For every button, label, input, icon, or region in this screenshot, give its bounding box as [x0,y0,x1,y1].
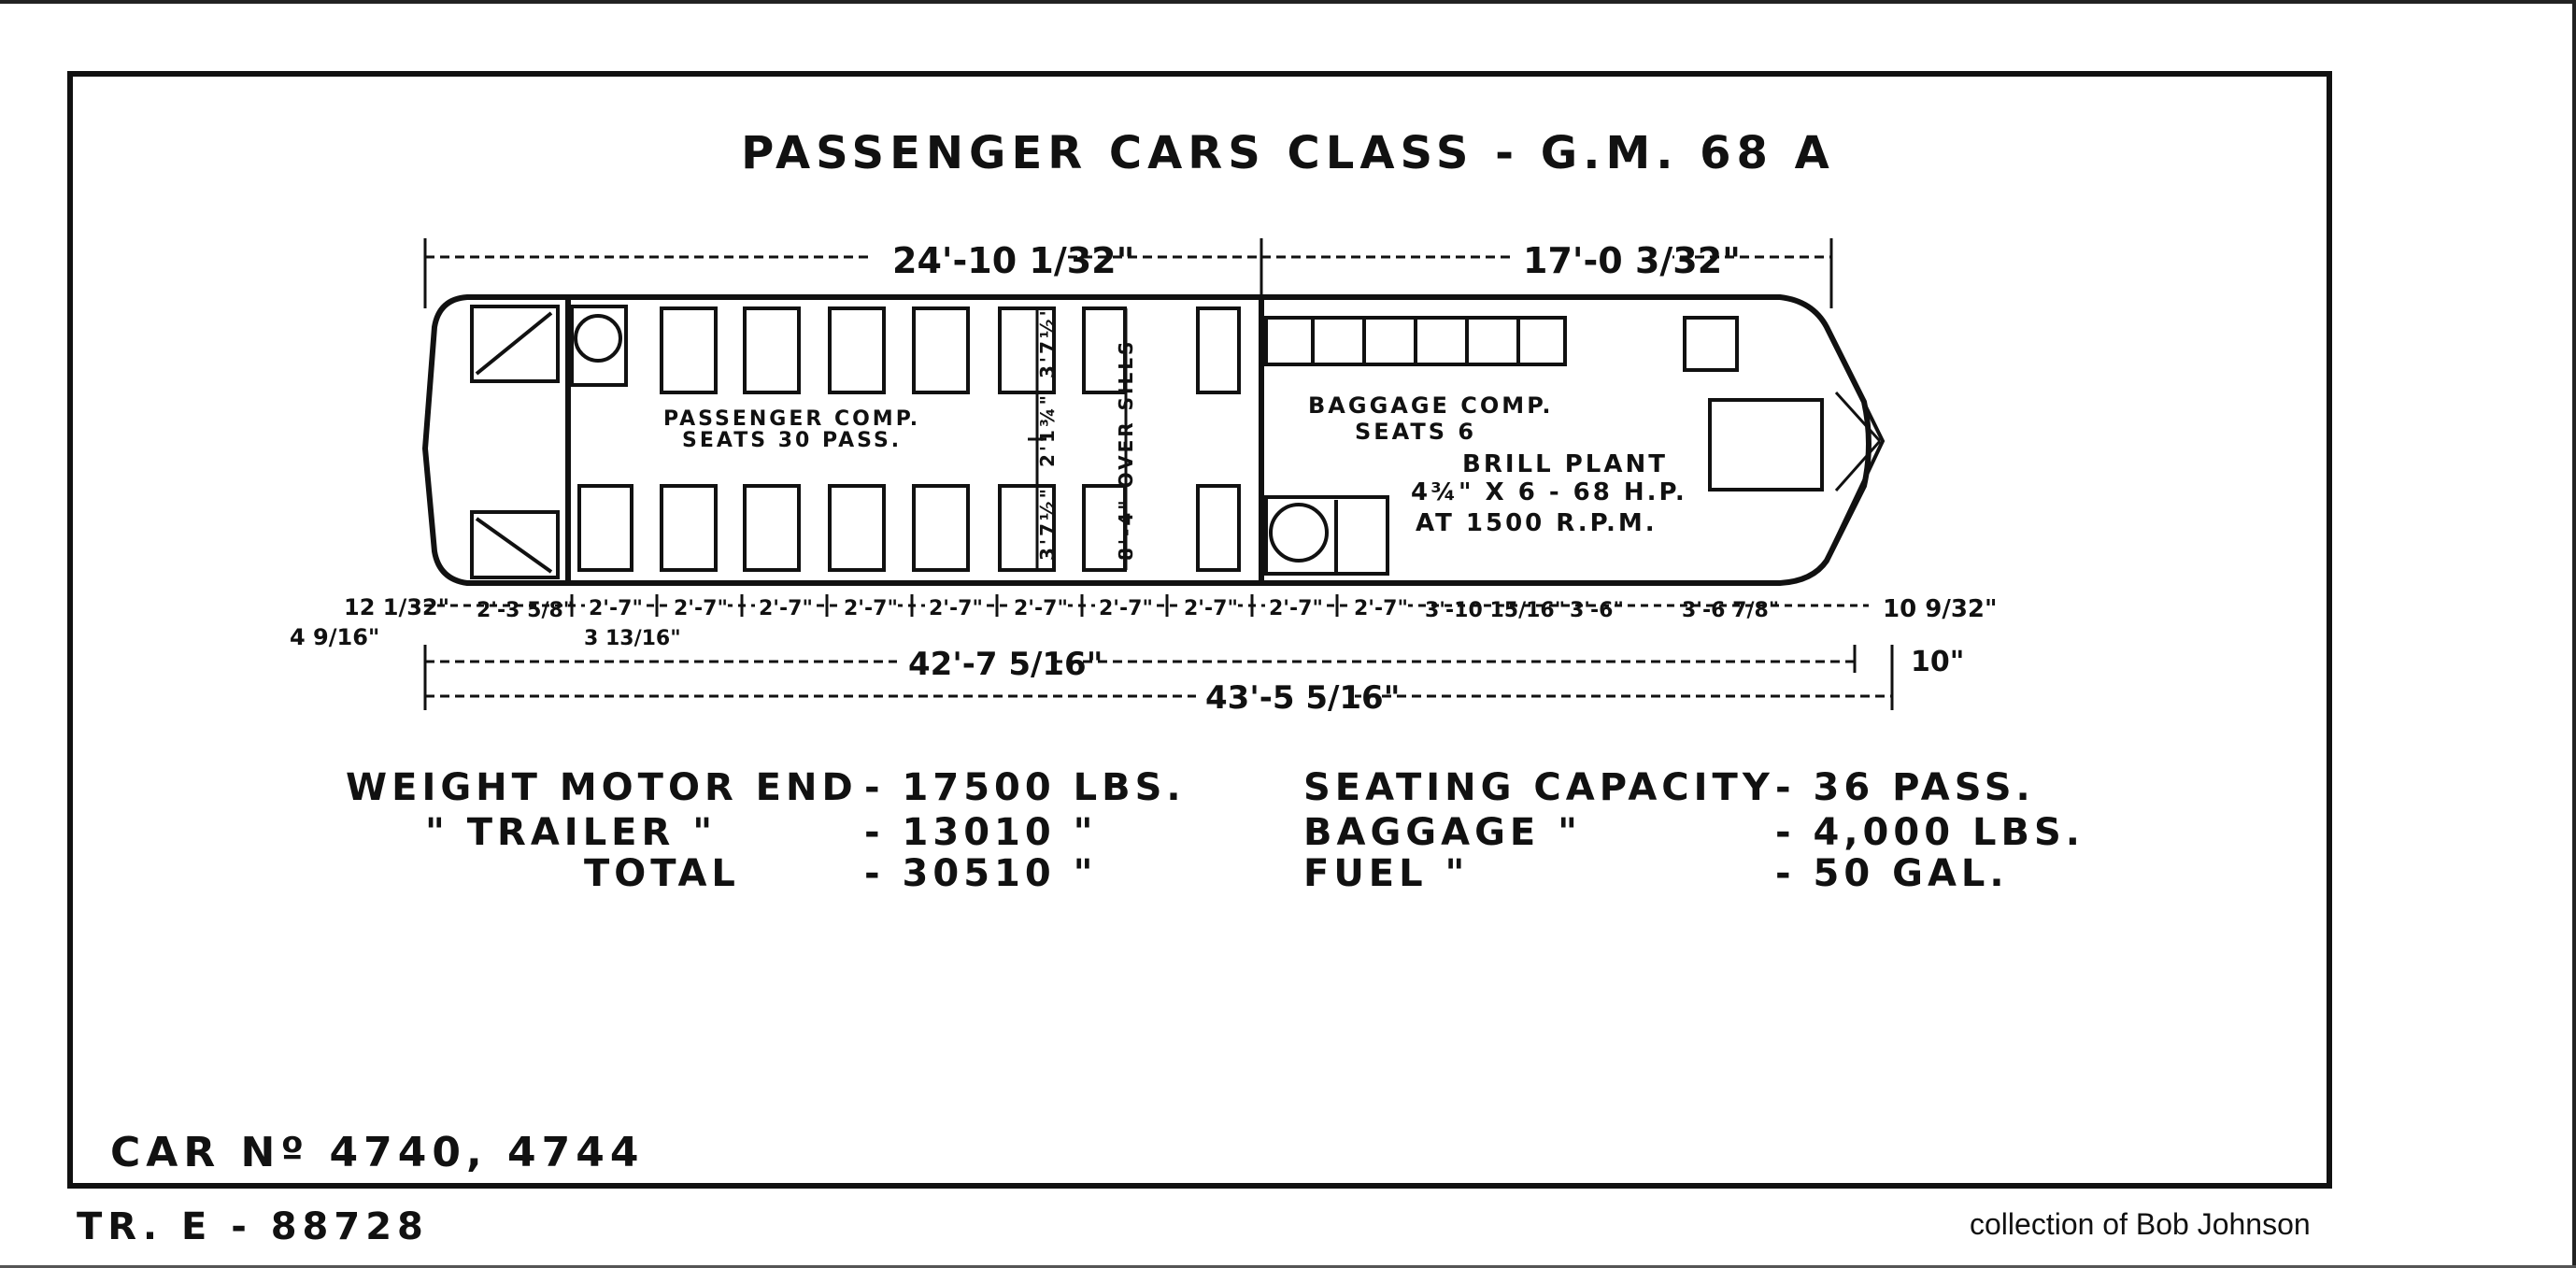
baggage-length-dim: 17'-0 3/32" [1523,240,1741,281]
bay-dim-label: 2'-7" [1099,597,1153,620]
spec-left-value-1: - 17500 LBS. [864,766,1186,809]
bay-dimension-row: 2'-7" 2'-7" 2'-7" 2'-7" 2'-7" 2'-7" 2'-7" 2'-7"… [570,594,1408,620]
spec-right-value-1: - 36 PASS. [1775,766,2035,809]
spec-right-value-2: - 4,000 LBS. [1775,811,2085,854]
bay-label-bg [925,596,983,617]
bay-a-dim: 3'-10 15/16" [1425,599,1565,622]
right-overhang-dim: 10 9/32" [1883,595,1998,623]
bay-label-bg [1265,596,1323,617]
bay-dim-label: 2'-7" [1184,597,1238,620]
vert-dim-1: 3'7½" [1036,304,1059,378]
bay-label-bg [1010,596,1068,617]
vert-dim-4: 8'-4" OVER SILLS [1115,339,1137,561]
spec-right-label-2: BAGGAGE " [1303,811,1582,854]
bay-label-bg [1095,596,1153,617]
bay-dim-label: 2'-7" [589,597,643,620]
car-body [421,294,1886,586]
engine-label-2: 4¾" X 6 - 68 H.P. [1411,478,1687,506]
bay-dim-label: 2'-7" [1354,597,1408,620]
collection-credit: collection of Bob Johnson [1970,1207,2311,1241]
sheet-edge-top [0,0,2576,4]
bay-dim-label: 2'-7" [844,597,898,620]
upper-seats [660,306,1241,394]
bay-c-dim: 3'-6 7/8" [1682,599,1779,622]
passenger-seats-label: SEATS 30 PASS. [682,429,902,452]
car-number: CAR Nº 4740, 4744 [110,1129,645,1176]
aisle-marks [1028,308,1128,570]
bay-label-bg [755,596,813,617]
bay-label-bg [1180,596,1238,617]
over-all-dim: 43'-5 5/16" [1205,679,1400,717]
bay-label-bg [670,596,728,617]
bay-label-bg [1350,596,1408,617]
spec-left-label-1: WEIGHT MOTOR END [346,766,858,809]
vert-dim-2: 2'1¾" [1036,392,1059,467]
nose-cone [1829,335,1886,550]
bay-dim-label: 2'-7" [929,597,983,620]
bay-dim-label: 2'-7" [674,597,728,620]
bay-dim-label: 2'-7" [1269,597,1323,620]
sheet-edge-right [2572,0,2576,1268]
tr-number: TR. E - 88728 [77,1205,429,1248]
drawing-title: PASSENGER CARS CLASS - G.M. 68 A [741,127,1835,179]
bay-b-dim: 3'-6" [1570,599,1624,622]
sheet-edge-bottom [0,1265,2576,1268]
left-small-dim: 4 9/16" [290,624,379,650]
lower-seats [577,484,1241,572]
vestibule [470,305,628,579]
engine-label-1: BRILL PLANT [1462,450,1668,478]
baggage-seats-label: SEATS 6 [1355,419,1476,445]
passenger-comp-label: PASSENGER COMP. [663,407,920,431]
nose-dim: 10" [1911,646,1964,678]
spec-right-label-1: SEATING CAPACITY [1303,766,1774,809]
spec-left-value-2: - 13010 " [864,811,1098,854]
vert-dim-3: 3'7½" [1036,486,1059,561]
first-bay-dim: 2'-3 5/8" [477,599,574,622]
engine-label-3: AT 1500 R.P.M. [1416,509,1658,537]
baggage-comp-label: BAGGAGE COMP. [1308,392,1554,419]
bay-label-bg [840,596,898,617]
bulkheads [565,297,1264,583]
over-body-dim: 42'-7 5/16" [908,646,1103,683]
spec-right-label-3: FUEL " [1303,852,1470,895]
spec-left-value-3: - 30510 " [864,852,1098,895]
bay-label-bg [585,596,643,617]
spec-left-label-3: TOTAL [584,852,740,895]
passenger-length-dim: 24'-10 1/32" [892,240,1134,281]
body-outline [421,294,1872,586]
overall-dimension-lines [425,660,1892,698]
spec-right-value-3: - 50 GAL. [1775,852,2009,895]
door-gap-dim: 3 13/16" [584,627,681,650]
baggage-bench [1264,316,1824,576]
bay-dim-label: 2'-7" [1014,597,1068,620]
spec-left-label-2: " TRAILER " [425,811,718,854]
bay-dim-label: 2'-7" [759,597,813,620]
drawing-frame [67,71,2332,1189]
left-overhang-dim: 12 1/32" [344,594,449,620]
